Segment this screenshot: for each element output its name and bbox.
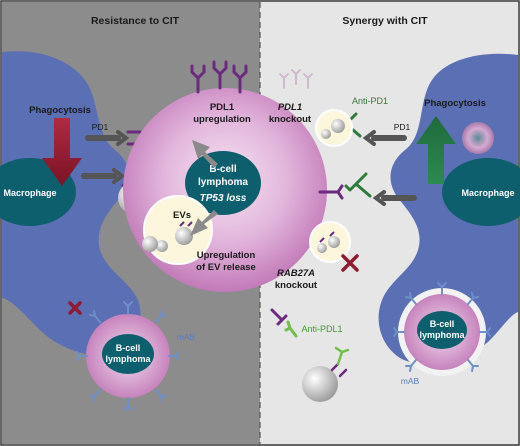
pd1-receptor-lower-right [372, 190, 417, 206]
left-mab-label: mAB [177, 332, 196, 342]
pdl1-knockout-line1: PDL1 [278, 102, 302, 113]
right-panel-title: Synergy with CIT [342, 15, 428, 27]
left-lymphoma-nucleus [102, 334, 154, 374]
ev-release-line2: of EV release [196, 262, 256, 273]
anti-pdl1-on-ev [334, 346, 350, 366]
phagocytosis-increase-arrow [416, 116, 456, 184]
ev-pdl1-bottom [330, 362, 348, 378]
left-macrophage-label: Macrophage [3, 188, 56, 198]
rab27a-knockout-line2: knockout [275, 280, 318, 291]
rab27a-ev [328, 236, 340, 248]
ev-release-arrow [190, 210, 218, 236]
pdl1-free-right [318, 184, 344, 200]
pdl1-upregulation-arrow [192, 140, 218, 168]
ev-with-anti-pdl1 [302, 366, 338, 402]
left-phagocytosis-label: Phagocytosis [29, 105, 91, 116]
pdl1-knockout-ev-small [321, 129, 331, 139]
ev-inside-pdl1 [179, 221, 193, 227]
rab27a-knockout-line1: RAB27A [277, 268, 315, 279]
right-lymphoma-line1: B-cell [430, 319, 455, 329]
pdl1-upregulation-line2: upregulation [193, 114, 251, 125]
central-nucleus [185, 151, 261, 215]
anti-pdl1-antibody [284, 320, 298, 338]
left-lymphoma-line2: lymphoma [105, 354, 151, 364]
phagocytosed-cell [462, 122, 494, 154]
anti-pd1-antibody-lower [344, 172, 372, 198]
left-pd1-label: PD1 [92, 122, 109, 132]
pd1-receptor-lower-left [81, 168, 126, 184]
evs-label: EVs [173, 210, 191, 221]
pdl1-bound-anti-pdl1 [270, 308, 288, 326]
right-lymphoma-nucleus [417, 311, 467, 349]
rab27a-block-cross [341, 254, 359, 272]
right-macrophage-label: Macrophage [461, 188, 514, 198]
pdl1-ligands-top [190, 60, 248, 94]
pdl1-knockout-line2: knockout [269, 114, 312, 125]
anti-pd1-label: Anti-PD1 [352, 96, 388, 106]
pdl1-knockout-ev [331, 119, 345, 133]
left-lymphoma-line1: B-cell [116, 343, 141, 353]
right-phagocytosis-label: Phagocytosis [424, 98, 486, 109]
rab27a-ev-small [317, 243, 327, 253]
right-lymphoma-line2: lymphoma [419, 330, 465, 340]
ev-inside-small [156, 240, 168, 252]
left-mab-antibodies [76, 301, 180, 411]
rab27a-ev-pdl1 [319, 231, 335, 243]
center-title-line2: lymphoma [198, 177, 248, 188]
left-block-cross [68, 301, 82, 315]
ev-released [142, 236, 158, 252]
right-pd1-label: PD1 [394, 122, 411, 132]
pd1-receptor-upper-left [85, 130, 130, 146]
pdl1-knockout-ghost-ligands [279, 69, 313, 89]
center-subtitle: TP53 loss [200, 193, 247, 204]
right-macrophage-nucleus [442, 158, 520, 226]
left-panel-title: Resistance to CIT [91, 15, 180, 27]
right-mab-antibodies [393, 282, 491, 372]
pdl1-upregulation-line1: PDL1 [210, 102, 235, 113]
ev-inside [175, 227, 193, 245]
pd1-receptor-upper-right [362, 130, 407, 146]
phagocytosis-decrease-arrow [42, 118, 82, 186]
center-title-line1: B-cell [209, 164, 236, 175]
anti-pdl1-label: Anti-PDL1 [301, 324, 342, 334]
ev-release-line1: Upregulation [197, 250, 256, 261]
right-mab-label: mAB [401, 376, 420, 386]
